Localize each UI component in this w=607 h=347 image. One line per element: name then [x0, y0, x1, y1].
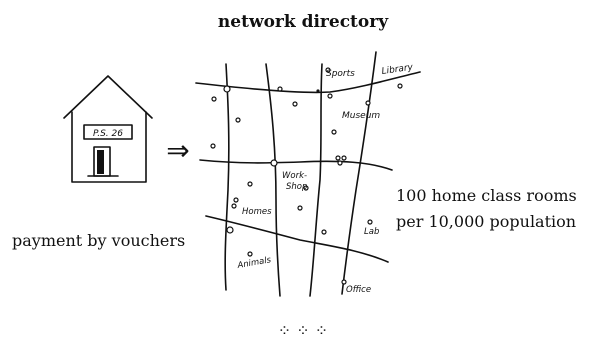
location-marker	[341, 279, 347, 285]
map-label-lab: Lab	[364, 227, 379, 237]
location-marker	[247, 251, 253, 257]
diagram-title: network directory	[218, 12, 389, 32]
location-marker	[297, 205, 303, 211]
map-label-workshop-1: Work-	[282, 171, 307, 181]
map-label-homes: Homes	[242, 207, 272, 217]
road-middle	[199, 159, 393, 171]
location-marker	[325, 67, 331, 73]
road-east	[341, 51, 377, 295]
road-north	[195, 71, 421, 94]
location-marker	[365, 100, 371, 106]
node-marker	[223, 85, 231, 93]
location-marker	[367, 219, 373, 225]
location-markers	[210, 67, 403, 285]
location-marker	[337, 160, 343, 166]
location-marker	[247, 181, 253, 187]
arrow-icon: ⇒	[166, 134, 189, 167]
node-marker	[226, 226, 234, 234]
location-marker	[341, 155, 347, 161]
map-label-sports: Sports	[326, 69, 355, 79]
location-marker	[292, 101, 298, 107]
location-marker	[233, 197, 239, 203]
road-center	[265, 63, 281, 297]
map-label-office: Office	[346, 285, 371, 295]
road-west	[224, 63, 230, 291]
location-marker	[397, 83, 403, 89]
road-center-east	[309, 63, 323, 297]
location-marker	[277, 86, 283, 92]
ornament-divider: ⁘ ⁘ ⁘	[278, 321, 328, 340]
location-marker	[316, 89, 320, 93]
map-label-animals: Animals	[236, 255, 273, 271]
caption-right-line-1: 100 home class rooms	[396, 186, 577, 205]
location-marker	[210, 143, 216, 149]
location-marker	[327, 93, 333, 99]
location-marker	[303, 185, 309, 191]
location-marker	[335, 155, 341, 161]
location-marker	[331, 129, 337, 135]
location-marker	[235, 117, 241, 123]
caption-right-line-2: per 10,000 population	[396, 212, 576, 231]
road-south	[205, 215, 389, 263]
map-label-workshop-2: Shop	[286, 182, 307, 192]
location-marker	[211, 96, 217, 102]
school-sign-label: P.S. 26	[93, 129, 123, 139]
map-label-museum: Museum	[342, 111, 380, 121]
schoolhouse-icon	[63, 75, 153, 183]
road-network	[195, 51, 421, 297]
location-marker	[321, 229, 327, 235]
caption-left: payment by vouchers	[12, 231, 185, 250]
node-marker	[270, 159, 278, 167]
location-marker	[231, 203, 237, 209]
map-label-library: Library	[381, 63, 414, 77]
